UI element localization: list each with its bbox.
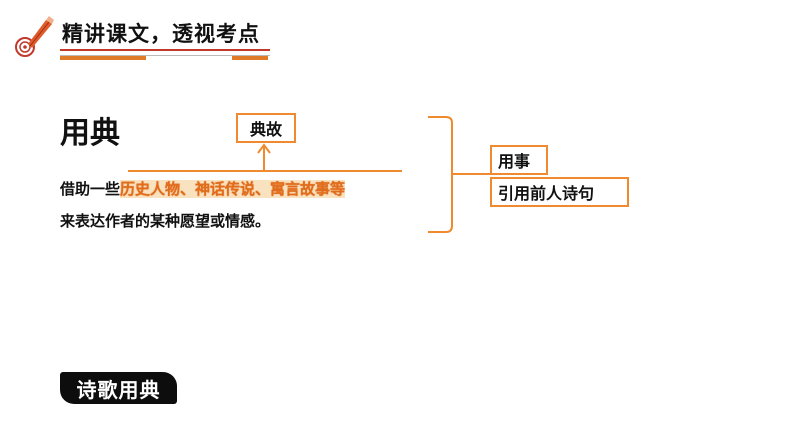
header-title: 精讲课文，透视考点	[62, 22, 260, 46]
branch-box-yinyong: 引用前人诗句	[490, 177, 629, 207]
poetry-allusion-label: 诗歌用典	[60, 372, 177, 404]
bracket	[428, 116, 453, 233]
pencil-icon	[15, 16, 54, 57]
header-accent-bar	[232, 56, 268, 60]
header-underline-grey	[60, 55, 270, 56]
tag-box-diangu: 典故	[236, 113, 296, 143]
arrow-head	[257, 143, 271, 154]
header-accent-bar	[60, 56, 146, 60]
definition-line-2: 来表达作者的某种愿望或情感。	[60, 212, 271, 230]
concept-title: 用典	[60, 116, 120, 151]
header-underline	[60, 49, 270, 51]
definition-highlight: 历史人物、神话传说、寓言故事等	[120, 180, 346, 198]
definition-line-1: 借助一些历史人物、神话传说、寓言故事等	[60, 178, 346, 199]
branch-box-yongshi: 用事	[490, 145, 548, 175]
definition-prefix: 借助一些	[60, 180, 121, 198]
